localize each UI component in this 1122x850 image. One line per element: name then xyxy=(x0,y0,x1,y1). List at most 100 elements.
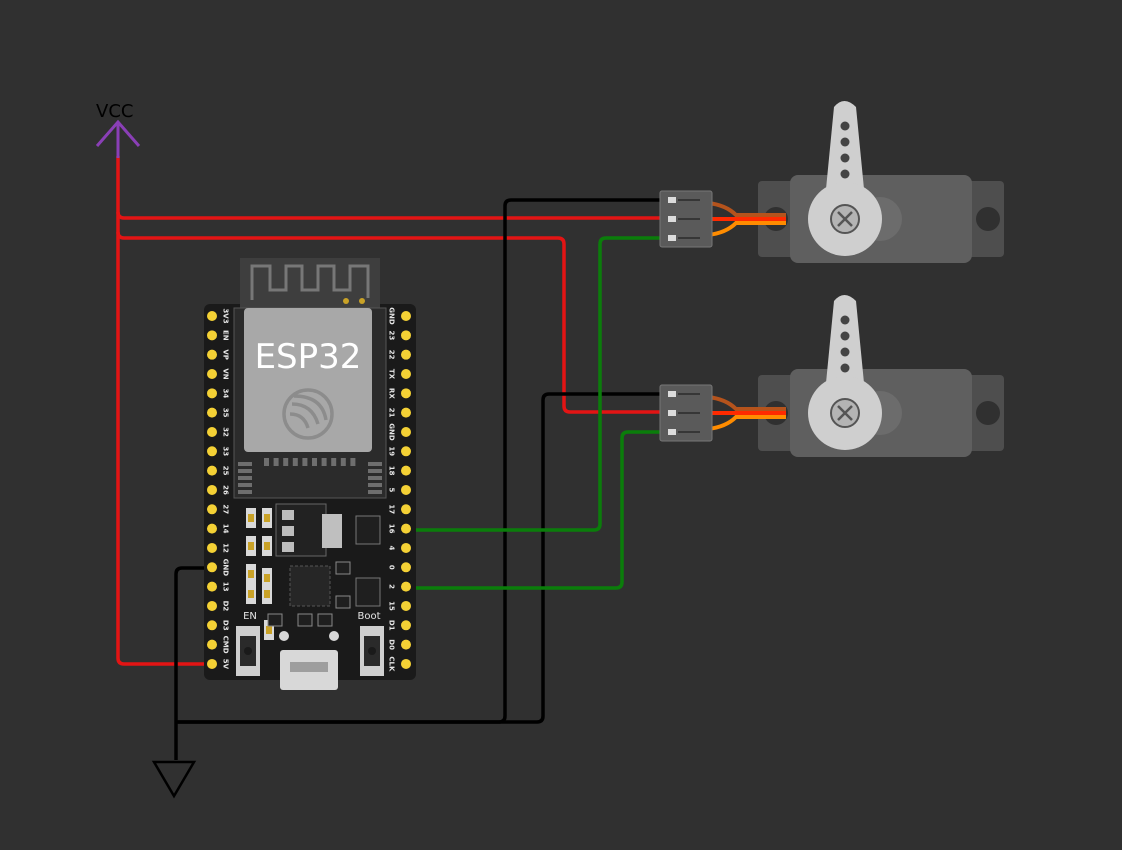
ground-symbol[interactable] xyxy=(151,760,197,799)
pin-left-14[interactable] xyxy=(207,523,217,534)
connector-pin[interactable] xyxy=(668,235,676,241)
transistor-top xyxy=(355,515,381,545)
pin-left-35[interactable] xyxy=(207,407,217,418)
pin-left-3v3[interactable] xyxy=(207,311,217,321)
module-pad xyxy=(238,462,252,466)
boot-button[interactable] xyxy=(360,626,384,676)
pin-left-32[interactable] xyxy=(207,426,217,437)
pin-left-27[interactable] xyxy=(207,504,217,515)
micro-usb-port[interactable] xyxy=(279,631,339,690)
servo-screw-cross xyxy=(837,405,853,421)
pin-left-25[interactable] xyxy=(207,465,217,476)
pin-left-26[interactable] xyxy=(207,484,217,495)
mount-hole xyxy=(976,401,1000,425)
pin-right-0[interactable] xyxy=(401,562,411,573)
horn-hole xyxy=(840,169,850,179)
en-button[interactable] xyxy=(236,626,260,676)
pin-label: D0 xyxy=(388,639,396,650)
pin-left-vn[interactable] xyxy=(207,368,217,379)
pin-right-clk[interactable] xyxy=(401,658,411,669)
pin-right-2[interactable] xyxy=(401,581,411,592)
horn-hole xyxy=(840,137,850,147)
reg-pin xyxy=(282,526,294,536)
wire-vcc-to-servo1[interactable] xyxy=(116,211,668,220)
module-pad xyxy=(264,458,269,466)
smd-part xyxy=(264,514,270,522)
smd-part xyxy=(267,613,283,627)
connector-pin[interactable] xyxy=(668,391,676,397)
pin-label: 5 xyxy=(388,488,396,493)
vcc-arrow-icon xyxy=(95,119,141,158)
pin-label: D3 xyxy=(222,620,230,631)
pin-left-12[interactable] xyxy=(207,542,217,553)
pin-right-gnd[interactable] xyxy=(401,426,411,437)
boot-label: Boot xyxy=(357,611,380,622)
module-pad xyxy=(283,458,289,466)
pin-left-cmd[interactable] xyxy=(207,639,217,650)
pin-right-22[interactable] xyxy=(401,349,411,360)
pin-right-15[interactable] xyxy=(401,600,411,611)
pin-left-d2[interactable] xyxy=(207,600,217,611)
pin-left-vp[interactable] xyxy=(207,349,217,360)
wire-gnd-board[interactable] xyxy=(174,566,212,760)
wires xyxy=(116,156,668,760)
wire-signal-2[interactable] xyxy=(406,430,668,590)
module-pad xyxy=(368,483,382,487)
regulator-tab xyxy=(322,514,342,548)
pin-left-5v[interactable] xyxy=(207,658,217,669)
module-pad xyxy=(368,469,382,473)
horn-hole xyxy=(840,347,850,357)
pin-right-tx[interactable] xyxy=(401,368,411,379)
servo-2[interactable] xyxy=(659,295,1004,457)
module-pad xyxy=(350,458,356,466)
pin-right-19[interactable] xyxy=(401,446,411,457)
pin-right-d0[interactable] xyxy=(401,639,411,650)
pin-label: 22 xyxy=(388,350,396,360)
pin-right-5[interactable] xyxy=(401,484,411,495)
wire-gnd-servo2[interactable] xyxy=(176,392,668,724)
pin-label: 12 xyxy=(222,543,230,553)
connector-pin[interactable] xyxy=(668,216,676,222)
pin-right-17[interactable] xyxy=(401,504,411,515)
reg-pin xyxy=(282,510,294,520)
vcc-symbol[interactable]: VCC xyxy=(95,101,141,158)
pin-left-d3[interactable] xyxy=(207,620,217,631)
pin-label: GND xyxy=(222,559,230,577)
pin-label: 23 xyxy=(388,330,396,340)
pin-right-21[interactable] xyxy=(401,407,411,418)
vcc-label: VCC xyxy=(96,101,133,122)
smd-part xyxy=(317,613,333,627)
pin-left-en[interactable] xyxy=(207,330,217,341)
pin-right-gnd[interactable] xyxy=(401,311,411,321)
connector-pin[interactable] xyxy=(668,410,676,416)
smd-part xyxy=(248,514,254,522)
en-label: EN xyxy=(243,611,257,622)
pin-left-34[interactable] xyxy=(207,388,217,399)
esp32-board[interactable]: ESP32 EN Boot xyxy=(204,258,416,690)
smd-part xyxy=(248,590,254,598)
pin-right-16[interactable] xyxy=(401,523,411,534)
pin-label: D2 xyxy=(222,601,230,612)
pin-right-23[interactable] xyxy=(401,330,411,341)
pin-header-left: 3V3ENVPVN343532332526271412GND13D2D3CMD5… xyxy=(207,308,230,670)
pin-left-13[interactable] xyxy=(207,581,217,592)
pin-label: EN xyxy=(222,330,230,341)
wire-signal-16[interactable] xyxy=(406,236,668,532)
pin-right-d1[interactable] xyxy=(401,620,411,631)
pin-left-33[interactable] xyxy=(207,446,217,457)
pin-right-4[interactable] xyxy=(401,542,411,553)
connector-pin[interactable] xyxy=(668,429,676,435)
pin-label: 27 xyxy=(222,504,230,514)
pin-right-rx[interactable] xyxy=(401,388,411,399)
horn-hole xyxy=(840,315,850,325)
module-pad xyxy=(331,458,337,466)
pin-left-gnd[interactable] xyxy=(207,562,217,573)
pin-right-18[interactable] xyxy=(401,465,411,476)
module-pad xyxy=(238,490,252,494)
wire-vcc-to-5v[interactable] xyxy=(116,156,212,666)
pin-label: TX xyxy=(388,369,396,380)
reg-pin xyxy=(282,542,294,552)
servo-1[interactable] xyxy=(659,101,1004,263)
wire-vcc-to-servo2[interactable] xyxy=(116,231,668,414)
connector-pin[interactable] xyxy=(668,197,676,203)
